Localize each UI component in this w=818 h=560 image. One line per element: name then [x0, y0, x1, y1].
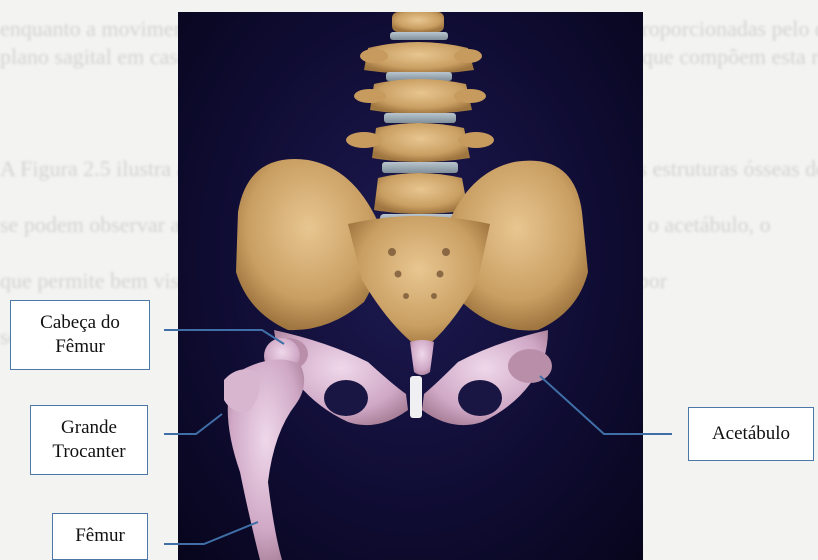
label-text: Cabeça do	[11, 311, 149, 335]
label-acetabulo: Acetábulo	[688, 407, 814, 461]
sacrum	[348, 216, 490, 350]
label-text: Acetábulo	[689, 422, 813, 446]
right-acetabulum	[508, 349, 552, 383]
label-femur: Fêmur	[52, 513, 148, 560]
pelvis-anatomy-image	[178, 12, 643, 560]
label-text: Fêmur	[11, 335, 149, 359]
left-femur	[224, 338, 304, 560]
coccyx	[410, 340, 434, 375]
label-cabeca-do-femur: Cabeça do Fêmur	[10, 300, 150, 370]
label-text: Grande	[31, 416, 147, 440]
label-grande-trocanter: Grande Trocanter	[30, 405, 148, 475]
label-text: Fêmur	[53, 524, 147, 548]
label-text: Trocanter	[31, 440, 147, 464]
pelvis-illustration	[178, 12, 643, 560]
